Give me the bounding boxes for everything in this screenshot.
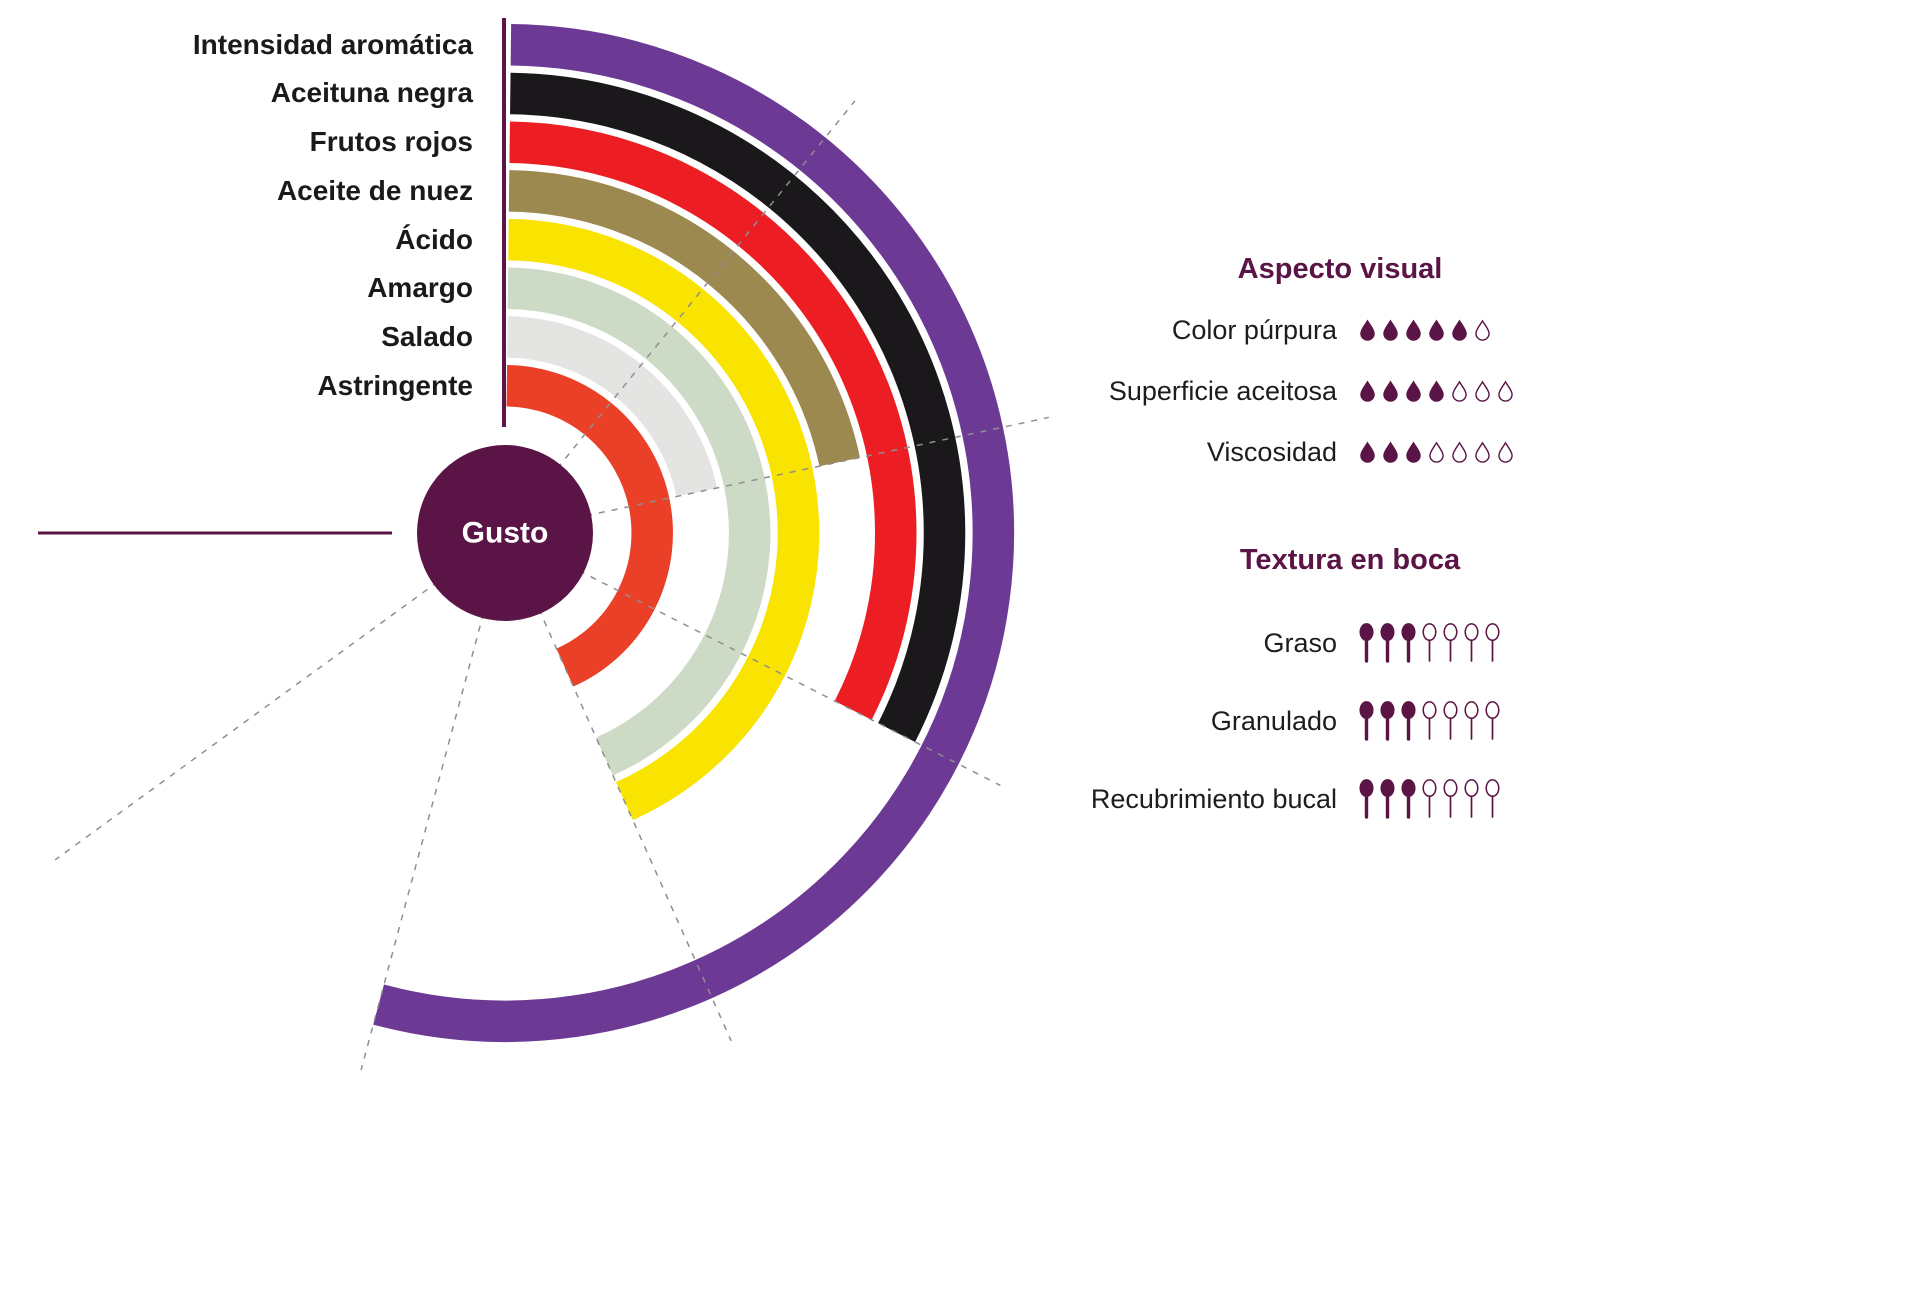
spoon-filled-icon	[1359, 779, 1374, 819]
grid-spoke-3	[567, 564, 1001, 787]
droplet-filled-icon	[1406, 319, 1421, 341]
droplet-filled-icon	[1452, 319, 1467, 341]
droplet-outline-icon	[1475, 319, 1490, 341]
textura-en-boca-title: Textura en boca	[1239, 544, 1461, 576]
droplet-outline-icon	[1475, 441, 1490, 463]
spoon-outline-icon	[1443, 779, 1458, 818]
spoon-outline-icon	[1443, 701, 1458, 740]
grid-spokes-layer	[54, 100, 1050, 1071]
gusto-center-label: Gusto	[462, 517, 549, 550]
spoon-filled-icon	[1380, 623, 1395, 663]
rings-layer	[373, 24, 1015, 1043]
textura-rating-2	[1357, 778, 1504, 820]
aspecto-visual-rows: Color púrpura Superficie aceitosa Viscos…	[1040, 300, 1518, 483]
droplet-outline-icon	[1429, 441, 1444, 463]
aspecto-visual-title: Aspecto visual	[1237, 253, 1443, 285]
spoon-outline-icon	[1443, 623, 1458, 662]
droplet-filled-icon	[1406, 380, 1421, 402]
textura-en-boca-rows: Graso Granulado Recubrimiento bucal	[1040, 604, 1504, 838]
ring-label-0: Intensidad aromática	[192, 29, 473, 60]
aspecto-label-1: Superficie aceitosa	[1108, 376, 1337, 406]
aspecto-label-2: Viscosidad	[1206, 437, 1337, 467]
droplet-filled-icon	[1383, 441, 1398, 463]
grid-spoke-5	[360, 600, 488, 1071]
grid-spoke-4	[532, 596, 732, 1042]
droplet-outline-icon	[1498, 441, 1513, 463]
ring-label-6: Salado	[381, 321, 473, 352]
spoon-outline-icon	[1485, 623, 1500, 662]
droplet-outline-icon	[1475, 380, 1490, 402]
aspecto-rating-2	[1357, 441, 1518, 464]
droplet-outline-icon	[1452, 380, 1467, 402]
ring-label-4: Ácido	[395, 224, 473, 255]
droplet-filled-icon	[1360, 380, 1375, 402]
ring-label-3: Aceite de nuez	[276, 175, 473, 206]
ring-label-2: Frutos rojos	[309, 126, 473, 157]
aspecto-row-1: Superficie aceitosa	[1040, 361, 1518, 422]
ring-label-1: Aceituna negra	[270, 77, 473, 108]
ring-label-7: Astringente	[317, 370, 473, 401]
ring-arc-6	[506, 316, 718, 497]
spoon-filled-icon	[1359, 701, 1374, 741]
spoon-filled-icon	[1401, 701, 1416, 741]
spoon-outline-icon	[1464, 779, 1479, 818]
textura-row-1: Granulado	[1040, 682, 1504, 760]
droplet-filled-icon	[1429, 319, 1444, 341]
ring-arc-3	[508, 170, 860, 467]
droplet-outline-icon	[1498, 380, 1513, 402]
textura-row-0: Graso	[1040, 604, 1504, 682]
textura-rating-1	[1357, 700, 1504, 742]
grid-spoke-2	[573, 416, 1050, 520]
spoon-filled-icon	[1401, 779, 1416, 819]
spoon-filled-icon	[1380, 779, 1395, 819]
spoon-outline-icon	[1422, 779, 1437, 818]
textura-row-2: Recubrimiento bucal	[1040, 760, 1504, 838]
droplet-filled-icon	[1383, 319, 1398, 341]
aspecto-rating-0	[1357, 319, 1495, 342]
textura-label-2: Recubrimiento bucal	[1090, 783, 1337, 814]
textura-label-1: Granulado	[1210, 705, 1337, 736]
spoon-filled-icon	[1359, 623, 1374, 663]
spoon-outline-icon	[1485, 701, 1500, 740]
spoon-outline-icon	[1485, 779, 1500, 818]
droplet-filled-icon	[1360, 319, 1375, 341]
ring-arc-2	[509, 121, 917, 720]
droplet-filled-icon	[1360, 441, 1375, 463]
gusto-center-circle	[417, 445, 593, 621]
spoon-outline-icon	[1464, 623, 1479, 662]
grid-spoke-6	[54, 573, 449, 861]
ring-arc-4	[508, 218, 820, 821]
flavor-wheel-chart: Gusto	[38, 18, 1050, 1071]
spoon-outline-icon	[1422, 701, 1437, 740]
spoon-outline-icon	[1422, 623, 1437, 662]
grid-spoke-1	[548, 100, 856, 480]
aspecto-rating-1	[1357, 380, 1518, 403]
droplet-outline-icon	[1452, 441, 1467, 463]
ring-label-5: Amargo	[367, 272, 473, 303]
droplet-filled-icon	[1383, 380, 1398, 402]
droplet-filled-icon	[1429, 380, 1444, 402]
aspecto-label-0: Color púrpura	[1171, 315, 1337, 345]
aspecto-row-0: Color púrpura	[1040, 300, 1518, 361]
spoon-filled-icon	[1380, 701, 1395, 741]
spoon-filled-icon	[1401, 623, 1416, 663]
aspecto-row-2: Viscosidad	[1040, 422, 1518, 483]
ring-arc-1	[510, 72, 966, 743]
textura-rating-0	[1357, 622, 1504, 664]
ring-arc-0	[373, 24, 1015, 1043]
droplet-filled-icon	[1406, 441, 1421, 463]
spoon-outline-icon	[1464, 701, 1479, 740]
ring-arc-7	[506, 364, 673, 687]
ring-arc-5	[507, 267, 771, 776]
textura-label-0: Graso	[1263, 627, 1337, 658]
